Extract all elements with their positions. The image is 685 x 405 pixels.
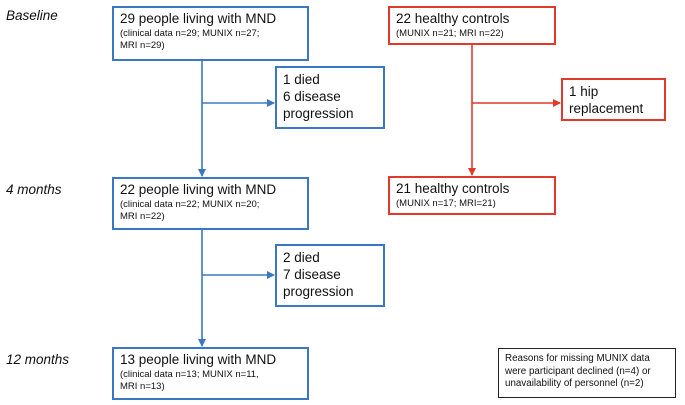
mnd-dropout-2-line-3: progression <box>283 284 354 299</box>
controls-baseline-title: 22 healthy controls <box>396 11 510 26</box>
controls-dropout-box: 1 hip replacement <box>561 78 666 121</box>
mnd-12m-detail: (clinical data n=13; MUNIX n=11, MRI n=1… <box>120 369 301 393</box>
mnd-4m-title: 22 people living with MND <box>120 182 277 197</box>
mnd-baseline-detail: (clinical data n=29; MUNIX n=27; MRI n=2… <box>120 28 301 52</box>
mnd-dropout-1-line-2: 6 disease <box>283 89 341 104</box>
mnd-dropout-1-line-1: 1 died <box>283 72 320 87</box>
mnd-baseline-detail-line-2: MRI n=29) <box>120 40 165 51</box>
mnd-baseline-detail-line-1: (clinical data n=29; MUNIX n=27; <box>120 28 260 39</box>
controls-baseline-box: 22 healthy controls (MUNIX n=21; MRI n=2… <box>388 6 556 45</box>
mnd-4m-box: 22 people living with MND (clinical data… <box>112 177 309 230</box>
mnd-baseline-title: 29 people living with MND <box>120 11 277 26</box>
timepoint-12-months: 12 months <box>6 352 70 367</box>
mnd-12m-title: 13 people living with MND <box>120 352 277 367</box>
missing-munix-note: Reasons for missing MUNIX data were part… <box>498 348 676 398</box>
controls-dropout-line-1: 1 hip <box>569 84 599 99</box>
timepoint-baseline: Baseline <box>6 8 58 23</box>
controls-4m-title: 21 healthy controls <box>396 181 510 196</box>
mnd-4m-detail: (clinical data n=22; MUNIX n=20; MRI n=2… <box>120 199 301 223</box>
mnd-12m-box: 13 people living with MND (clinical data… <box>112 347 309 400</box>
mnd-12m-detail-line-1: (clinical data n=13; MUNIX n=11, <box>120 369 259 380</box>
mnd-dropout-2-box: 2 died 7 disease progression <box>275 244 385 307</box>
controls-4m-box: 21 healthy controls (MUNIX n=17; MRI=21) <box>388 176 556 215</box>
note-line-3: unavailability of personnel (n=2) <box>505 378 644 389</box>
mnd-4m-detail-line-2: MRI n=22) <box>120 211 165 222</box>
mnd-dropout-1-line-3: progression <box>283 106 354 121</box>
timepoint-4-months: 4 months <box>6 182 62 197</box>
note-line-1: Reasons for missing MUNIX data <box>505 353 650 364</box>
mnd-dropout-2-line-1: 2 died <box>283 250 320 265</box>
mnd-12m-detail-line-2: MRI n=13) <box>120 381 165 392</box>
note-line-2: were participant declined (n=4) or <box>505 365 651 377</box>
controls-baseline-detail: (MUNIX n=21; MRI n=22) <box>396 28 504 39</box>
mnd-baseline-box: 29 people living with MND (clinical data… <box>112 6 309 61</box>
controls-4m-detail: (MUNIX n=17; MRI=21) <box>396 198 496 209</box>
mnd-dropout-1-box: 1 died 6 disease progression <box>275 66 385 129</box>
mnd-dropout-2-line-2: 7 disease <box>283 267 341 282</box>
mnd-4m-detail-line-1: (clinical data n=22; MUNIX n=20; <box>120 199 260 210</box>
controls-dropout-line-2: replacement <box>569 101 644 116</box>
